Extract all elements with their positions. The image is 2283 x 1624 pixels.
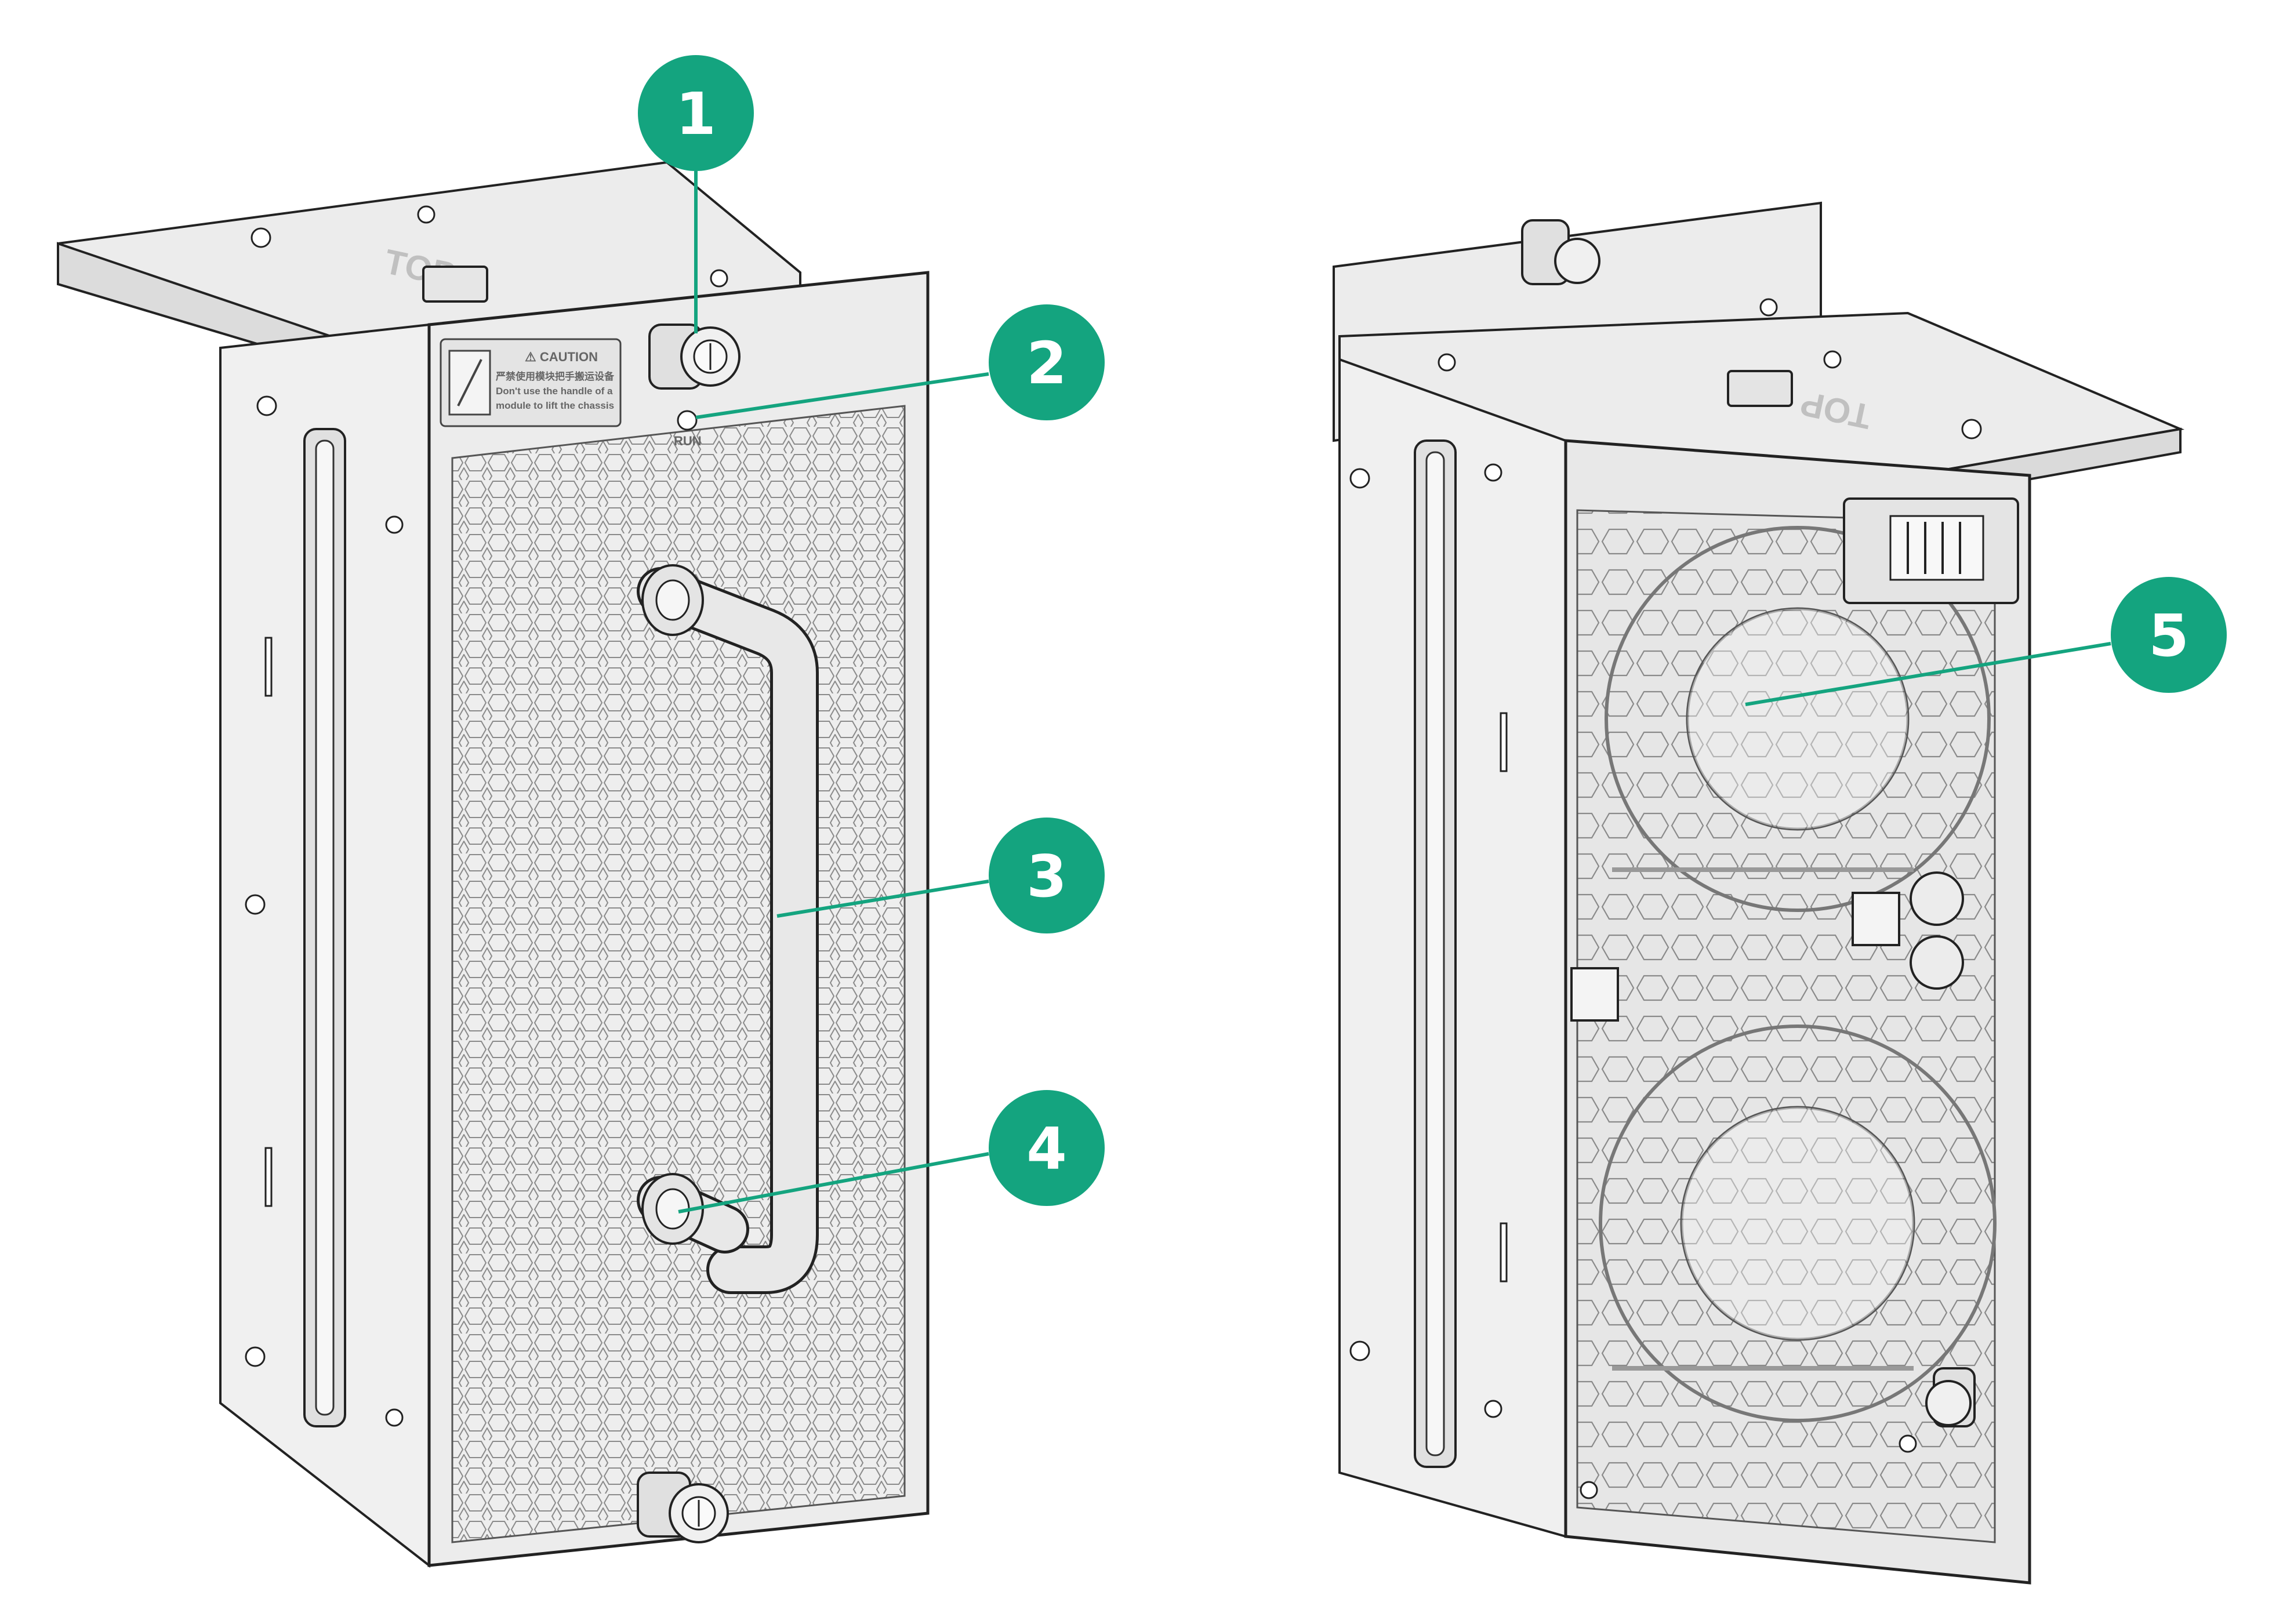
rear-side-slot-inner (1425, 451, 1445, 1456)
callout-badge (989, 1090, 1105, 1206)
callout-4: 4 (678, 1090, 1105, 1214)
callout-badge (638, 55, 754, 171)
callout-leader-line (695, 372, 989, 419)
side-notch (264, 1147, 273, 1207)
side-screw (385, 515, 404, 534)
caution-icon (457, 359, 482, 406)
callout-5: 5 (1745, 577, 2227, 706)
side-slot-inner (315, 439, 335, 1416)
side-screw (1349, 1340, 1370, 1361)
rear-signal-connector (1852, 892, 1900, 946)
callout-badge (989, 304, 1105, 420)
callout-leader-line (1745, 642, 2111, 706)
callout-leader-line (776, 880, 989, 918)
side-screw (245, 1346, 266, 1367)
run-led-label: RUN (674, 434, 702, 448)
fan-upper (1605, 526, 1991, 912)
callout-3: 3 (776, 818, 1105, 933)
rear-power-connector (1843, 497, 2019, 604)
side-screw (1484, 1400, 1502, 1418)
side-screw (1580, 1481, 1598, 1499)
top-hole (1759, 298, 1778, 317)
callout-number: 3 (1026, 842, 1067, 910)
handle (637, 564, 819, 1294)
run-led (677, 410, 698, 431)
callout-number: 2 (1026, 329, 1067, 397)
side-screw (256, 395, 277, 416)
guide-pin (1910, 871, 1964, 926)
callout-number: 5 (2148, 602, 2189, 670)
top-hole (710, 269, 728, 288)
fan-module-front-view: TOP ⚠ CAUTION 严禁使用模块把手搬运设备 Don't use the… (57, 161, 930, 1568)
rear-bottom-thumbscrew (1925, 1367, 1976, 1427)
caution-line-cn: 严禁使用模块把手搬运设备 (496, 370, 615, 382)
top-hole (1823, 350, 1842, 369)
fan-module-rear-view: TOP (1333, 201, 2185, 1585)
callout-badge (2111, 577, 2227, 693)
captive-screw-top (648, 324, 741, 390)
callouts: 1 2 3 4 5 (638, 55, 2227, 1214)
caution-line-en-2: module to lift the chassis (496, 400, 614, 411)
callout-number: 4 (1026, 1115, 1067, 1183)
callout-1: 1 (638, 55, 754, 333)
side-screw (1899, 1434, 1917, 1453)
caution-title: ⚠ CAUTION (525, 350, 598, 364)
top-hole (251, 227, 271, 248)
caution-line-en-1: Don't use the handle of a (496, 386, 613, 397)
side-notch (264, 637, 273, 697)
top-hole (417, 205, 435, 224)
side-screw (1484, 463, 1502, 482)
guide-pin (1910, 935, 1964, 990)
side-screw (1349, 468, 1370, 489)
side-screw (245, 894, 266, 915)
callout-leader-line (678, 1152, 989, 1214)
rear-top-latch (1727, 370, 1793, 407)
top-hole (1961, 419, 1982, 439)
fan-lower (1599, 1024, 1997, 1422)
callout-2: 2 (695, 304, 1105, 420)
callout-number: 1 (676, 80, 716, 148)
rear-signal-connector (1570, 967, 1619, 1022)
side-notch (1500, 712, 1508, 772)
captive-screw-bottom (637, 1472, 729, 1543)
callout-badge (989, 818, 1105, 933)
side-screw (385, 1408, 404, 1427)
top-hole (1438, 353, 1456, 372)
rear-top-thumbscrew (1521, 219, 1600, 285)
top-latch (422, 266, 488, 303)
side-notch (1500, 1222, 1508, 1283)
